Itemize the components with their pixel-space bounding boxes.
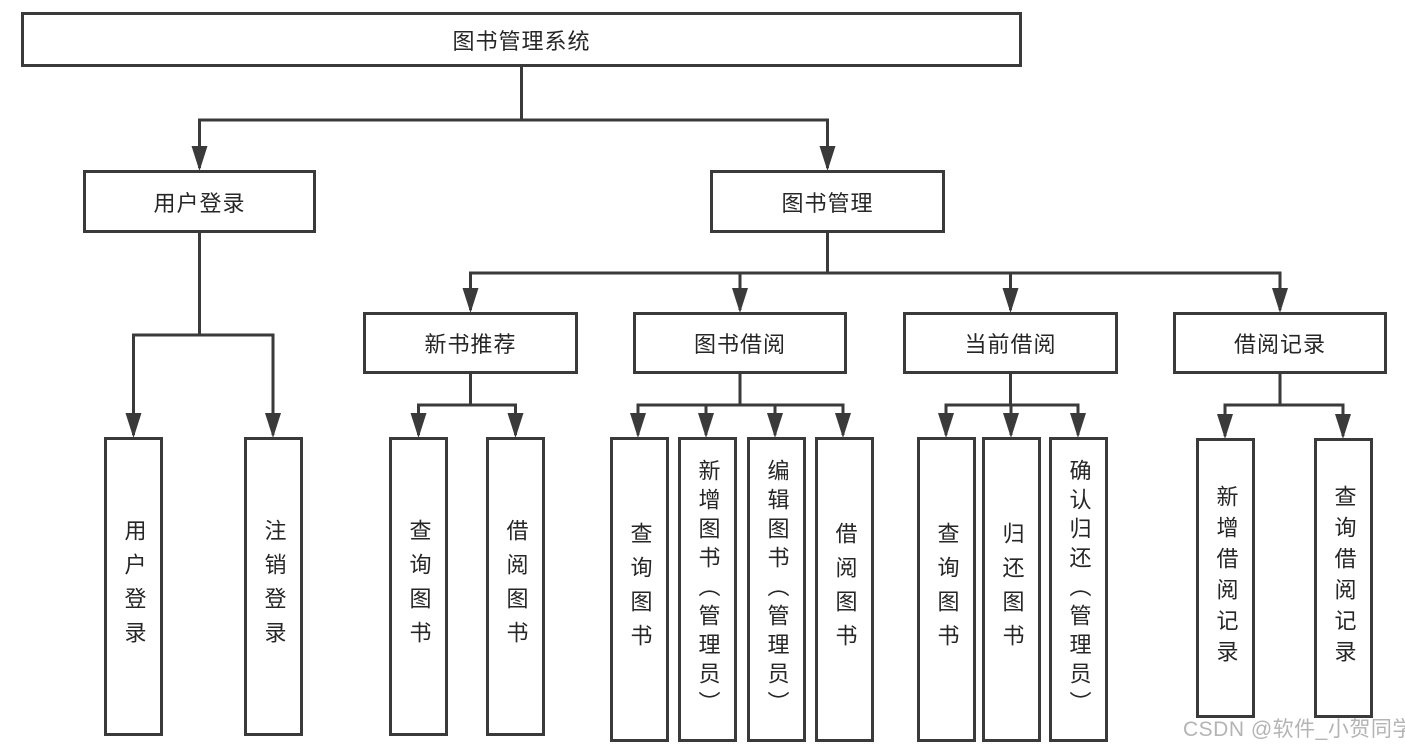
leaf-add-borrow-record: 新增借阅记录: [1196, 438, 1255, 718]
leaf-label: 借阅图书: [503, 518, 529, 655]
leaf-label: 查询借阅记录: [1331, 485, 1357, 671]
node-book-management: 图书管理: [710, 170, 945, 233]
leaf-label: 确认归还（管理员）: [1066, 459, 1092, 720]
leaf-add-books-admin: 新增图书（管理员）: [678, 437, 737, 742]
leaf-query-books-recommend: 查询图书: [389, 437, 448, 736]
node-book-borrow: 图书借阅: [633, 312, 847, 374]
leaf-label: 编辑图书（管理员）: [764, 459, 790, 720]
leaf-label: 查询图书: [934, 521, 960, 658]
node-user-login: 用户登录: [83, 170, 316, 233]
leaf-label: 归还图书: [999, 521, 1025, 658]
leaf-label: 新增图书（管理员）: [695, 459, 721, 720]
leaf-return-books: 归还图书: [982, 437, 1041, 742]
leaf-label: 借阅图书: [832, 521, 858, 658]
leaf-label: 用户登录: [121, 518, 147, 655]
leaf-label: 新增借阅记录: [1213, 485, 1239, 671]
leaf-borrow-books: 借阅图书: [815, 437, 874, 742]
node-library-management-system: 图书管理系统: [21, 12, 1022, 67]
node-new-book-recommend: 新书推荐: [363, 312, 578, 374]
leaf-query-books-current: 查询图书: [917, 437, 976, 742]
leaf-borrow-books-recommend: 借阅图书: [486, 437, 545, 736]
arrowheads: [125, 146, 1351, 439]
leaf-user-login: 用户登录: [104, 437, 163, 736]
leaf-confirm-return-admin: 确认归还（管理员）: [1049, 437, 1108, 742]
node-borrow-records: 借阅记录: [1173, 312, 1387, 374]
leaf-label: 查询图书: [627, 521, 653, 658]
leaf-query-borrow-record: 查询借阅记录: [1314, 438, 1373, 718]
leaf-label: 查询图书: [406, 518, 432, 655]
watermark: CSDN @软件_小贺同学: [1183, 718, 1405, 741]
leaf-edit-books-admin: 编辑图书（管理员）: [747, 437, 806, 742]
leaf-label: 注销登录: [261, 518, 287, 655]
leaf-logout: 注销登录: [244, 437, 303, 736]
leaf-query-books-borrow: 查询图书: [610, 437, 669, 742]
node-current-borrow: 当前借阅: [903, 312, 1118, 374]
